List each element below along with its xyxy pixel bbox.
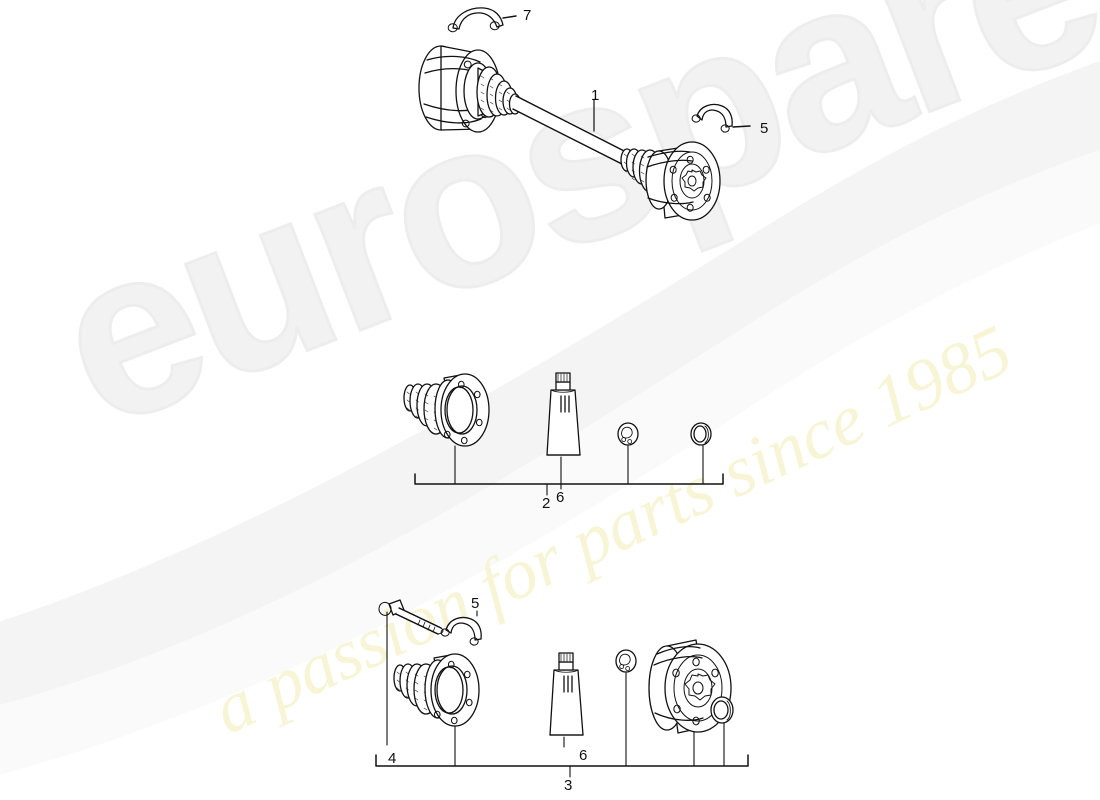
snap-ring-lower[interactable] [710, 696, 734, 724]
spline-hub-icon [681, 169, 707, 192]
callout-label-5a[interactable]: 5 [760, 120, 769, 137]
callout-label-4[interactable]: 4 [388, 750, 397, 767]
circlip-lower[interactable] [440, 616, 482, 646]
callout-label-6b[interactable]: 6 [579, 747, 588, 764]
leader-5a [732, 125, 751, 128]
cv-joint-right [645, 141, 721, 221]
callout-label-6a[interactable]: 6 [556, 489, 565, 506]
drive-shaft-assembly[interactable] [418, 45, 721, 221]
snap-ring-mid[interactable] [690, 422, 712, 446]
callout-label-1[interactable]: 1 [591, 87, 600, 104]
callout-label-7[interactable]: 7 [523, 7, 532, 24]
spline-hub-lower-icon [684, 673, 716, 701]
shaft-bar [512, 95, 629, 166]
cv-joint-lower[interactable] [648, 639, 732, 734]
socket-head-bolt[interactable] [378, 599, 444, 635]
cv-boot-flange-lower[interactable] [393, 653, 480, 727]
bracket-group-2 [414, 473, 724, 485]
grease-tube-mid[interactable] [546, 372, 581, 456]
lock-washer-mid[interactable] [617, 422, 639, 446]
lock-washer-lower[interactable] [615, 649, 637, 673]
circlip-upper[interactable] [447, 7, 504, 33]
callout-label-5b[interactable]: 5 [471, 595, 480, 612]
circlip-right[interactable] [691, 103, 733, 133]
leader-7 [502, 15, 517, 19]
cv-boot-flange-mid[interactable] [403, 373, 490, 447]
callout-label-2[interactable]: 2 [542, 495, 551, 512]
bracket-group-3 [375, 754, 749, 767]
callout-label-3[interactable]: 3 [564, 777, 573, 794]
grease-tube-lower[interactable] [549, 652, 584, 736]
